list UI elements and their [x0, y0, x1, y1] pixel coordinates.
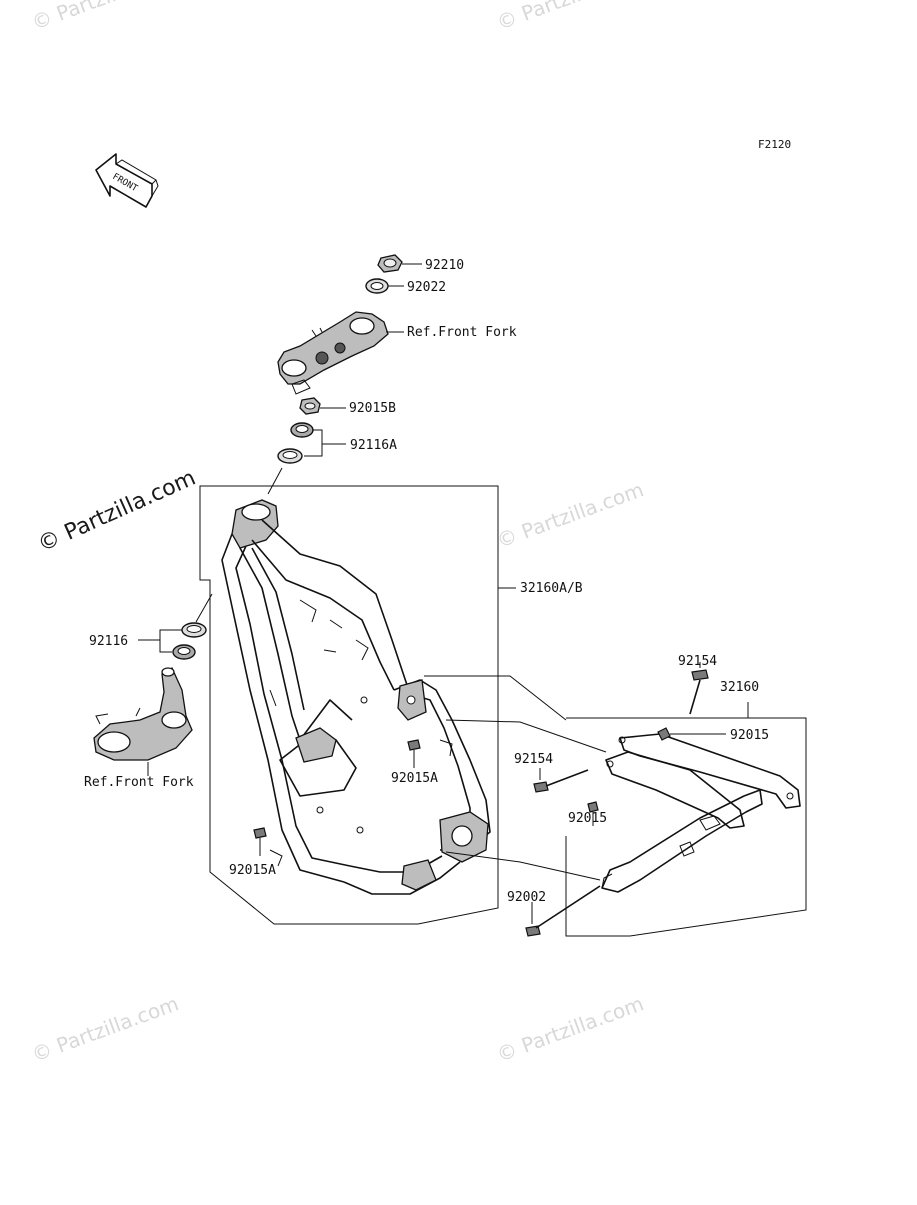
- front-arrow-icon: FRONT: [95, 153, 159, 208]
- bolt-92015-right-icon: [657, 727, 671, 741]
- label-92154-mid[interactable]: 92154: [514, 752, 553, 767]
- locknut-92015B-icon: [299, 397, 321, 415]
- label-92154-top[interactable]: 92154: [678, 654, 717, 669]
- bolt-92154-top-icon: [689, 669, 709, 715]
- subframe-32160-icon: [601, 733, 801, 893]
- bearing-92116-icon: [172, 622, 207, 660]
- bearing-92116A-icon: [277, 422, 314, 464]
- part-labels: 92210 92022 Ref.Front Fork 92015B 92116A…: [84, 258, 769, 905]
- label-ref-front-fork-bottom[interactable]: Ref.Front Fork: [84, 775, 194, 790]
- watermark-main: © Partzilla.com: [34, 466, 199, 558]
- bolt-92015-lower-icon: [587, 801, 599, 813]
- label-32160A-B[interactable]: 32160A/B: [520, 581, 583, 596]
- diagram-code: F2120: [758, 138, 791, 151]
- label-92015-lower[interactable]: 92015: [568, 811, 607, 826]
- upper-triple-clamp-icon: [277, 311, 389, 395]
- label-92116A[interactable]: 92116A: [350, 438, 397, 453]
- watermark-ghost: © Partzilla.com: [29, 991, 182, 1066]
- nut-92210-icon: [377, 254, 403, 273]
- watermark-ghost: © Partzilla.com: [494, 991, 647, 1066]
- bolt-92002-icon: [525, 885, 601, 937]
- label-32160[interactable]: 32160: [720, 680, 759, 695]
- watermark-ghost: © Partzilla.com: [494, 0, 647, 35]
- bolt-92015A-mid-icon: [407, 739, 421, 751]
- watermark-ghost: © Partzilla.com: [29, 0, 182, 35]
- main-frame-icon: [221, 499, 491, 895]
- label-92015-right[interactable]: 92015: [730, 728, 769, 743]
- label-ref-front-fork-top[interactable]: Ref.Front Fork: [407, 325, 517, 340]
- label-92022[interactable]: 92022: [407, 280, 446, 295]
- label-92210[interactable]: 92210: [425, 258, 464, 273]
- bolt-92015A-bottom-icon: [253, 827, 267, 839]
- label-92002[interactable]: 92002: [507, 890, 546, 905]
- label-92015A-mid[interactable]: 92015A: [391, 771, 438, 786]
- washer-92022-icon: [365, 278, 389, 294]
- label-92015B[interactable]: 92015B: [349, 401, 396, 416]
- watermark-ghost: © Partzilla.com: [494, 477, 647, 552]
- label-92116[interactable]: 92116: [89, 634, 128, 649]
- bolt-92154-mid-icon: [533, 769, 589, 793]
- lower-triple-clamp-icon: [93, 667, 193, 761]
- label-92015A-bottom[interactable]: 92015A: [229, 863, 276, 878]
